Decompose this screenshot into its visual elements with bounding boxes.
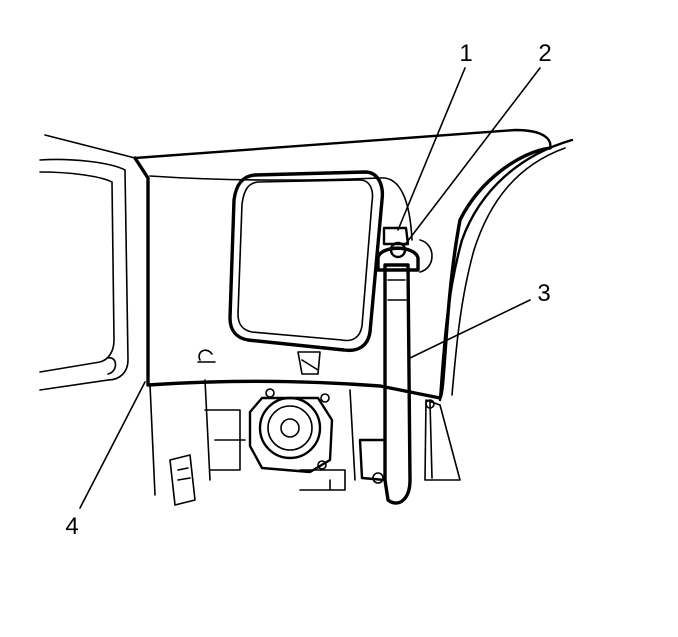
roof-line [133, 128, 552, 160]
quarter-trim-panel [133, 146, 552, 400]
leader-line-3 [409, 299, 531, 359]
quarter-window [228, 170, 385, 353]
body-cavity [149, 379, 356, 496]
callout-1: 1 [459, 40, 473, 67]
window-inner [237, 179, 374, 342]
door-latch [107, 357, 117, 375]
leader-line-4 [79, 381, 146, 509]
body-cavity-details [204, 409, 346, 491]
floor-bracket [169, 454, 196, 506]
seat-belt-retractor [358, 263, 412, 505]
door-frame-outer [39, 158, 129, 381]
speaker [248, 388, 334, 474]
lower-quarter-bracket [424, 399, 461, 481]
roof-edge [44, 134, 136, 159]
trim-clip-left [197, 349, 216, 363]
door-sill [39, 379, 109, 391]
callout-4: 4 [65, 513, 79, 540]
pillar-inner [451, 147, 566, 396]
trim-fastener [425, 399, 435, 409]
trim-inner-edge [149, 175, 413, 241]
callout-2: 2 [538, 40, 552, 67]
trim-clip-center [297, 351, 321, 375]
callout-3: 3 [537, 280, 551, 307]
leader-line-1 [397, 67, 466, 231]
pillar-outer [438, 138, 574, 402]
leader-line-2 [403, 67, 541, 247]
door-frame-inner [39, 171, 115, 373]
